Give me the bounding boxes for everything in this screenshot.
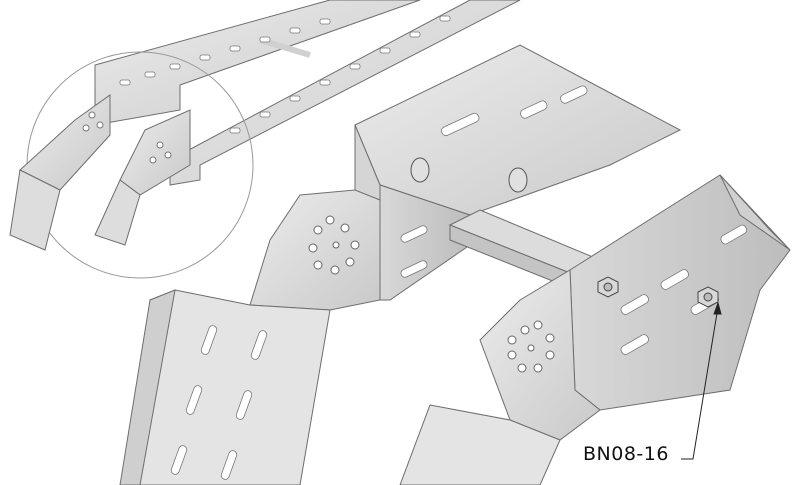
left-tray-slots [170,325,268,480]
left-plate-holes [308,215,360,275]
left-coupler-plate [119,189,381,485]
callout-leader-line [681,301,722,460]
right-plate-holes [507,320,555,373]
cross-rung [448,209,602,291]
back-section-bolts [410,157,528,193]
bn08-16-bolts [597,276,719,308]
upper-rail-slots [119,15,451,134]
part-number-label: BN08-16 [583,443,669,465]
back-section-slots [400,85,588,278]
detail-circle [9,51,254,279]
